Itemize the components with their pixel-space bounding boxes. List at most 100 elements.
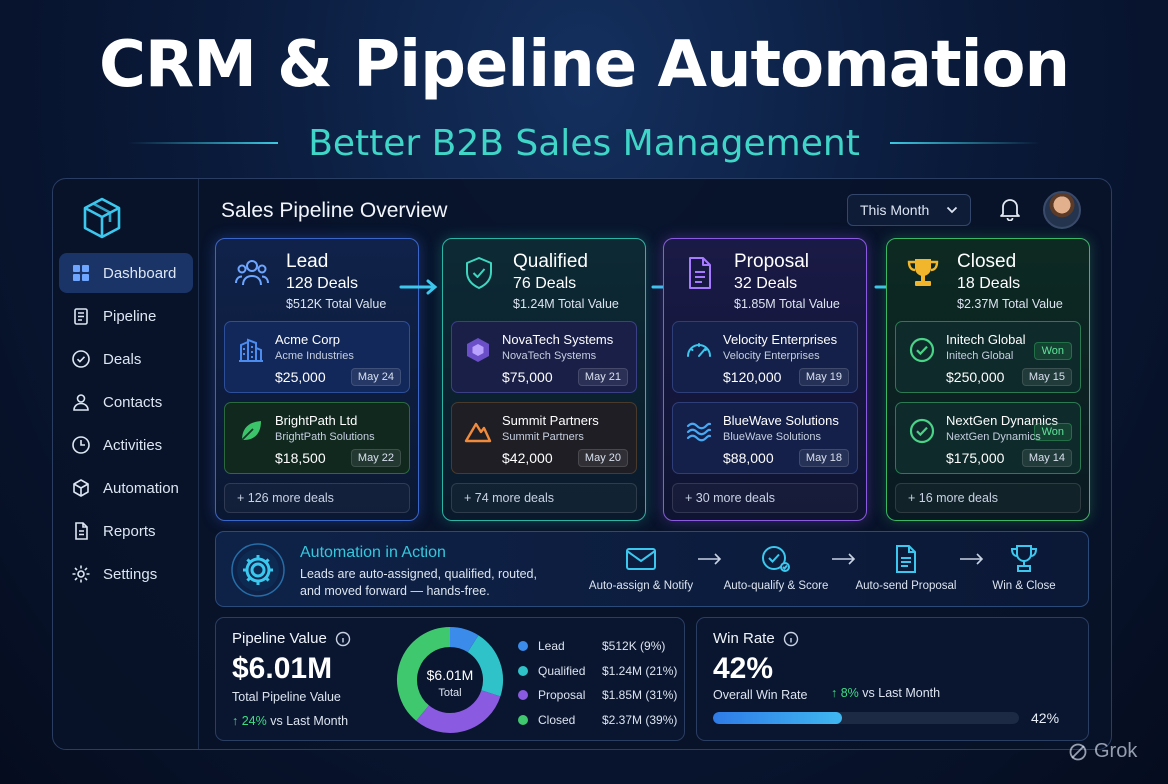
automation-step-assign[interactable]: Auto-assign & Notify — [586, 544, 696, 592]
decorative-line — [889, 142, 1040, 144]
pipeline-value-title-row: Pipeline Value — [232, 630, 351, 647]
grok-watermark: Grok — [1068, 740, 1137, 763]
page-title: Sales Pipeline Overview — [221, 199, 448, 222]
info-icon[interactable] — [783, 631, 799, 647]
stage-count: 18 Deals — [957, 275, 1021, 292]
trend-percent: 8% — [840, 686, 859, 700]
legend-dot — [518, 665, 528, 676]
period-select[interactable]: This Month — [847, 194, 971, 226]
check-circle-icon — [72, 350, 90, 368]
deal-amount: $18,500 — [275, 450, 326, 466]
info-icon[interactable] — [335, 631, 351, 647]
more-deals-link[interactable]: + 74 more deals — [451, 483, 637, 513]
legend-amount: $1.24M (21%) — [602, 663, 678, 678]
deal-card[interactable]: Summit Partners Summit Partners $42,000 … — [451, 402, 637, 474]
donut-center-label: Total — [438, 687, 461, 699]
sidebar-item-pipeline[interactable]: Pipeline — [59, 296, 193, 336]
stage-card-qualified[interactable]: Qualified 76 Deals $1.24M Total Value No… — [442, 238, 646, 521]
sidebar-item-label: Dashboard — [103, 264, 177, 282]
arrow-up-icon: ↑ — [831, 686, 841, 700]
legend-amount: $2.37M (39%) — [602, 712, 678, 727]
more-deals-link[interactable]: + 30 more deals — [672, 483, 858, 513]
deal-name: BrightPath Ltd — [275, 413, 358, 428]
sidebar-item-contacts[interactable]: Contacts — [59, 382, 193, 422]
sidebar-item-label: Activities — [103, 436, 163, 454]
sidebar-item-settings[interactable]: Settings — [59, 554, 193, 594]
automation-step-label: Auto-assign & Notify — [588, 580, 694, 592]
chevron-down-icon — [946, 206, 958, 214]
stage-name: Closed — [957, 251, 1017, 272]
legend-label: Qualified — [538, 663, 586, 678]
trophy-icon — [907, 259, 939, 286]
stage-name: Lead — [286, 251, 329, 272]
avatar[interactable] — [1043, 191, 1081, 229]
deal-card[interactable]: NextGen Dynamics NextGen Dynamics $175,0… — [895, 402, 1081, 474]
deal-card[interactable]: BrightPath Ltd BrightPath Solutions $18,… — [224, 402, 410, 474]
deal-card[interactable]: Acme Corp Acme Industries $25,000 May 24 — [224, 321, 410, 393]
deal-name: NovaTech Systems — [502, 332, 614, 347]
deal-amount: $250,000 — [946, 369, 1005, 385]
stage-card-closed[interactable]: Closed 18 Deals $2.37M Total Value Inite… — [886, 238, 1090, 521]
deal-amount: $75,000 — [502, 369, 553, 385]
automation-step-label: Win & Close — [992, 580, 1056, 592]
deal-company: Initech Global — [946, 350, 1014, 362]
legend-label: Proposal — [538, 688, 586, 703]
deal-date: May 21 — [577, 368, 628, 386]
document-icon — [75, 522, 88, 540]
deal-date: May 19 — [798, 368, 849, 386]
legend-amount: $1.85M (31%) — [602, 688, 678, 703]
win-rate-progress-label: 42% — [1031, 710, 1060, 726]
sidebar-item-reports[interactable]: Reports — [59, 511, 193, 551]
more-deals-link[interactable]: + 16 more deals — [895, 483, 1081, 513]
stage-total-value: $1.85M Total Value — [734, 297, 840, 311]
document-icon — [896, 545, 916, 573]
automation-panel: Automation in Action Leads are auto-assi… — [215, 531, 1089, 607]
sidebar-item-automation[interactable]: Automation — [59, 468, 193, 508]
badge-check-icon — [762, 546, 790, 572]
donut-slice-lead — [449, 627, 479, 653]
legend-label: Closed — [538, 712, 576, 727]
win-rate-label: Overall Win Rate — [713, 688, 808, 702]
deal-amount: $25,000 — [275, 369, 326, 385]
hero-subtitle: Better B2B Sales Management — [308, 122, 860, 164]
deal-amount: $175,000 — [946, 450, 1005, 466]
trend-text: vs Last Month — [862, 686, 941, 700]
deal-card[interactable]: Initech Global Initech Global $250,000 W… — [895, 321, 1081, 393]
sidebar-item-label: Automation — [103, 479, 179, 497]
sidebar-item-activities[interactable]: Activities — [59, 425, 193, 465]
stage-card-proposal[interactable]: Proposal 32 Deals $1.85M Total Value Vel… — [663, 238, 867, 521]
deal-date: May 18 — [798, 449, 849, 467]
legend-item: Proposal $1.85M (31%) — [518, 683, 678, 708]
check-circle-icon — [909, 337, 935, 363]
deal-company: BlueWave Solutions — [723, 431, 822, 443]
deal-name: Summit Partners — [502, 413, 599, 428]
sidebar-nav: Dashboard Pipeline Deals Contacts Activi… — [59, 253, 193, 597]
automation-step-proposal[interactable]: Auto-send Proposal — [851, 544, 961, 592]
gear-icon — [72, 565, 90, 583]
people-icon — [235, 260, 269, 286]
deal-amount: $120,000 — [723, 369, 782, 385]
legend-amount: $512K (9%) — [602, 639, 666, 654]
stage-card-lead[interactable]: Lead 128 Deals $512K Total Value Acme Co… — [215, 238, 419, 521]
sidebar-item-deals[interactable]: Deals — [59, 339, 193, 379]
automation-step-qualify[interactable]: Auto-qualify & Score — [721, 544, 831, 592]
automation-step-close[interactable]: Win & Close — [984, 544, 1064, 592]
bell-icon[interactable] — [999, 197, 1021, 221]
building-icon — [239, 338, 263, 362]
sidebar-item-dashboard[interactable]: Dashboard — [59, 253, 193, 293]
pipeline-total-value: $6.01M — [232, 652, 333, 685]
more-deals-link[interactable]: + 126 more deals — [224, 483, 410, 513]
wave-icon — [686, 422, 712, 442]
sidebar-item-label: Reports — [103, 522, 156, 540]
deal-card[interactable]: NovaTech Systems NovaTech Systems $75,00… — [451, 321, 637, 393]
stage-total-value: $2.37M Total Value — [957, 297, 1063, 311]
deal-name: Acme Corp — [275, 332, 341, 347]
hexagon-icon — [467, 338, 489, 362]
deal-card[interactable]: BlueWave Solutions BlueWave Solutions $8… — [672, 402, 858, 474]
gear-icon — [231, 543, 285, 597]
deal-card[interactable]: Velocity Enterprises Velocity Enterprise… — [672, 321, 858, 393]
deal-amount: $88,000 — [723, 450, 774, 466]
trophy-icon — [1010, 545, 1038, 572]
deal-date: May 14 — [1021, 449, 1072, 467]
gauge-icon — [687, 343, 711, 357]
